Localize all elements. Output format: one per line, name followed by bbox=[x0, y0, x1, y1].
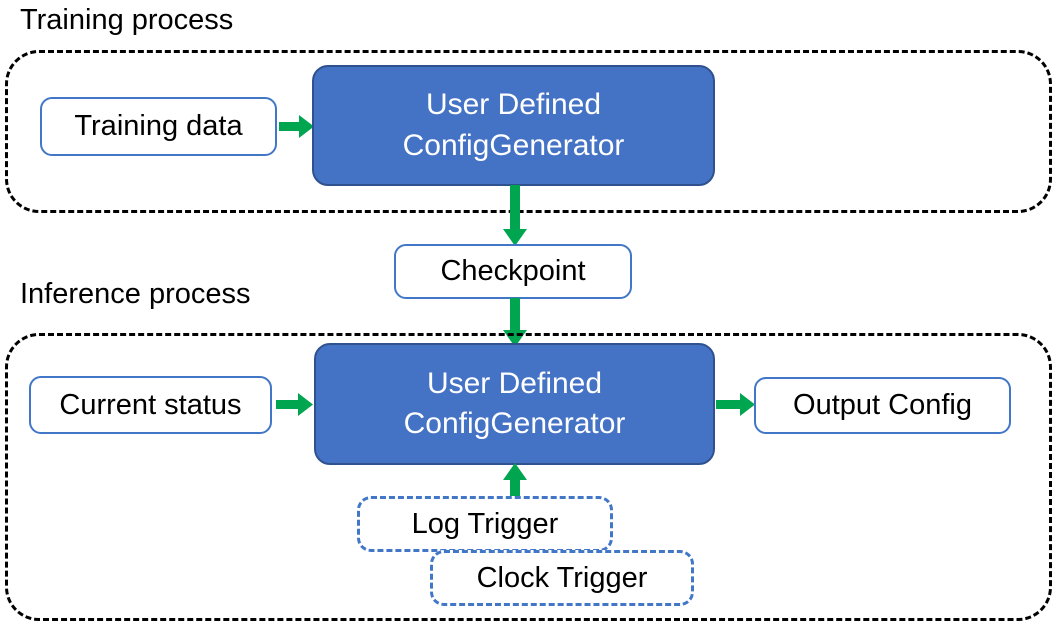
arrow-triggers-to-generator bbox=[500, 463, 530, 503]
arrow-generator-to-output-config bbox=[716, 390, 756, 420]
config-generator-inference-line-2: ConfigGenerator bbox=[403, 407, 626, 440]
node-clock-trigger[interactable]: Clock Trigger bbox=[430, 550, 694, 606]
node-log-trigger[interactable]: Log Trigger bbox=[357, 496, 613, 552]
inference-process-title: Inference process bbox=[20, 278, 251, 310]
training-process-container bbox=[5, 50, 1052, 213]
node-current-status[interactable]: Current status bbox=[29, 376, 272, 434]
training-process-title: Training process bbox=[20, 4, 234, 36]
node-checkpoint[interactable]: Checkpoint bbox=[394, 244, 632, 299]
config-generator-inference-line-1: User Defined bbox=[426, 366, 603, 400]
arrow-current-status-to-generator bbox=[276, 390, 314, 420]
config-generator-training-line-2: ConfigGenerator bbox=[402, 128, 625, 162]
node-config-generator-training[interactable]: User Defined ConfigGenerator bbox=[312, 65, 715, 186]
inference-process-container bbox=[5, 333, 1052, 621]
arrow-training-data-to-generator bbox=[279, 112, 315, 142]
node-output-config[interactable]: Output Config bbox=[754, 377, 1011, 434]
node-training-data[interactable]: Training data bbox=[40, 97, 277, 156]
config-generator-training-line-1: User Defined bbox=[425, 88, 602, 121]
arrow-generator-to-checkpoint bbox=[500, 185, 530, 247]
node-config-generator-inference[interactable]: User Defined ConfigGenerator bbox=[314, 343, 715, 465]
